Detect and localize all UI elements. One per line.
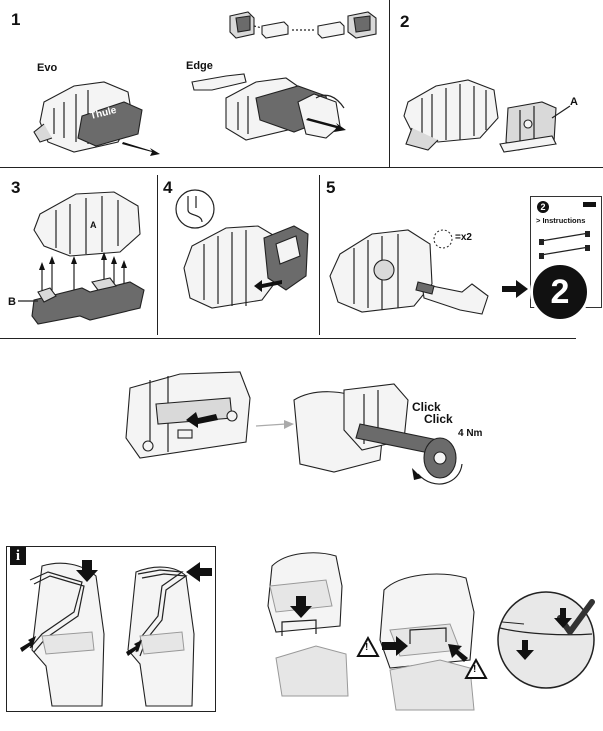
step-number-4: 4 [163,178,173,197]
step-number-5: 5 [326,178,336,197]
step-number-2: 2 [400,12,410,31]
step3-foot-illustration [31,191,145,325]
reference-badge: 2 [537,201,549,213]
next-step-badge: 2 [530,262,590,322]
part-b-leader [18,300,38,302]
next-arrow-icon [502,280,528,298]
grey-transition-arrow [255,420,294,429]
detail-zoom-circle [497,591,595,689]
step5-foot-and-tool-illustration [329,229,489,315]
step4-detail-circle [175,189,215,229]
torque-wrench-illustration [293,383,463,485]
label-part-a-small: A [90,220,97,230]
pad-insert-illustration [125,371,251,459]
roof-bars-icon [539,231,590,259]
pad-alignment-illustration [356,573,488,711]
info-clip-left-illustration [20,560,105,707]
divider-h-2 [0,338,576,339]
divider-h-1 [0,167,603,168]
torque-value: 4 Nm [458,428,483,439]
part-a-leader [551,105,571,119]
step-number-1: 1 [11,10,21,29]
label-part-b: B [8,296,16,308]
part-a-illustration [499,101,557,153]
divider-v-4 [319,175,320,335]
label-evo: Evo [37,62,58,74]
info-icon: i [10,547,26,565]
screw-count: =x2 [455,232,472,243]
warning-icon-right: ! [473,664,477,675]
label-part-a: A [570,96,578,108]
click-text-1: Click [412,400,441,414]
pad-drop-illustration [267,552,349,697]
divider-v-top [389,0,390,167]
step4-foot-illustration [183,225,309,309]
foot-without-pad-illustration [403,79,499,151]
click-text-2: Click [424,412,453,426]
info-clip-right-illustration [126,562,212,707]
screw-indicator-icon [433,229,453,249]
reference-title: > Instructions [536,216,586,225]
label-edge: Edge [186,60,213,72]
edge-foot-illustration [191,73,346,141]
evo-foot-illustration [33,81,160,156]
warning-icon-left: ! [365,642,369,653]
step-number-3: 3 [11,178,21,197]
foot-parts-exploded [229,11,377,39]
thule-mini-logo-icon [583,202,596,207]
divider-v-3 [157,175,158,335]
